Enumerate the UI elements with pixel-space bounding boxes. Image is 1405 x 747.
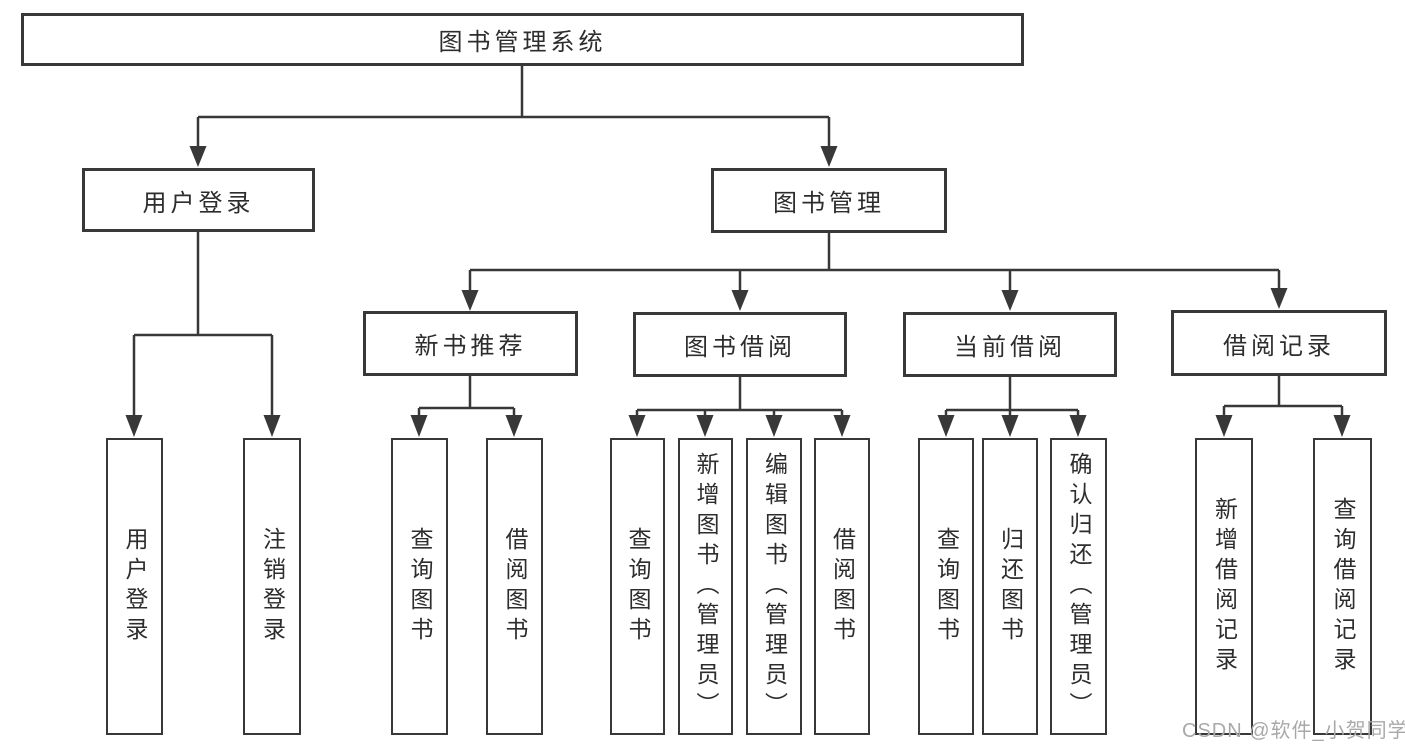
leaf-bb-edit-books: 编辑图书（管理员） xyxy=(746,438,802,735)
leaf-nb-query-books: 查询图书 xyxy=(391,438,448,735)
connector-user-login-to-leaves xyxy=(125,232,281,437)
node-book-management-label: 图书管理 xyxy=(773,190,885,217)
leaf-user-login: 用户登录 xyxy=(106,438,163,735)
arrowhead xyxy=(696,415,714,437)
connector-book-management-to-level3 xyxy=(461,233,1288,311)
arrowhead xyxy=(125,415,143,437)
arrowhead xyxy=(1001,415,1019,437)
connector-current-borrow-to-leaves xyxy=(937,377,1087,437)
leaf-cb-query-books-label: 查询图书 xyxy=(933,526,960,647)
arrowhead xyxy=(1001,290,1019,311)
leaf-br-add-record: 新增借阅记录 xyxy=(1195,438,1253,735)
leaf-cb-confirm-return-label: 确认归还（管理员） xyxy=(1066,451,1092,722)
leaf-br-query-record: 查询借阅记录 xyxy=(1313,438,1372,735)
node-borrow-records-label: 借阅记录 xyxy=(1223,332,1335,360)
arrowhead xyxy=(731,290,749,311)
node-user-login: 用户登录 xyxy=(82,168,315,232)
leaf-nb-borrow-books: 借阅图书 xyxy=(486,438,543,735)
arrowhead xyxy=(765,415,783,437)
leaf-cb-confirm-return: 确认归还（管理员） xyxy=(1050,438,1107,735)
leaf-cb-return-books: 归还图书 xyxy=(982,438,1038,735)
leaf-br-add-record-label: 新增借阅记录 xyxy=(1211,496,1238,677)
leaf-bb-borrow-books-label: 借阅图书 xyxy=(829,526,856,647)
leaf-nb-borrow-books-label: 借阅图书 xyxy=(502,526,528,647)
watermark: CSDN @软件_小贺同学 xyxy=(1182,720,1405,742)
leaf-bb-borrow-books: 借阅图书 xyxy=(814,438,870,735)
arrowhead xyxy=(410,415,428,437)
node-book-borrow: 图书借阅 xyxy=(633,312,847,377)
arrowhead xyxy=(505,415,523,437)
arrowhead xyxy=(1270,288,1288,309)
node-root-label: 图书管理系统 xyxy=(438,29,607,56)
node-book-borrow-label: 图书借阅 xyxy=(684,334,796,361)
node-borrow-records: 借阅记录 xyxy=(1171,310,1387,376)
arrowhead xyxy=(820,146,838,167)
leaf-bb-add-books-label: 新增图书（管理员） xyxy=(693,451,719,722)
leaf-cb-return-books-label: 归还图书 xyxy=(997,526,1024,647)
leaf-bb-query-books: 查询图书 xyxy=(610,438,665,735)
leaf-bb-add-books: 新增图书（管理员） xyxy=(678,438,733,735)
arrowhead xyxy=(1333,415,1351,437)
arrowhead xyxy=(263,415,281,437)
node-new-book-recommend-label: 新书推荐 xyxy=(414,333,527,360)
arrowhead xyxy=(1069,415,1087,437)
arrowhead xyxy=(937,415,955,437)
leaf-bb-query-books-label: 查询图书 xyxy=(625,526,651,647)
leaf-logout-login-label: 注销登录 xyxy=(259,526,286,647)
node-book-management: 图书管理 xyxy=(711,168,947,233)
leaf-bb-edit-books-label: 编辑图书（管理员） xyxy=(761,451,788,722)
leaf-user-login-label: 用户登录 xyxy=(122,526,148,647)
leaf-cb-query-books: 查询图书 xyxy=(918,438,974,735)
connector-book-borrow-to-leaves xyxy=(628,377,851,437)
node-user-login-label: 用户登录 xyxy=(142,189,255,217)
node-root: 图书管理系统 xyxy=(21,13,1024,66)
node-current-borrow: 当前借阅 xyxy=(903,312,1117,377)
connector-new-book-to-leaves xyxy=(410,376,523,437)
node-new-book-recommend: 新书推荐 xyxy=(363,311,578,376)
arrowhead xyxy=(461,290,479,311)
connector-root-to-level2 xyxy=(189,66,838,167)
leaf-logout-login: 注销登录 xyxy=(243,438,301,735)
arrowhead xyxy=(189,146,207,167)
leaf-nb-query-books-label: 查询图书 xyxy=(407,526,433,647)
arrowhead xyxy=(628,415,646,437)
node-current-borrow-label: 当前借阅 xyxy=(954,334,1066,361)
connector-borrow-records-to-leaves xyxy=(1215,376,1351,437)
arrowhead xyxy=(1215,415,1233,437)
arrowhead xyxy=(833,415,851,437)
leaf-br-query-record-label: 查询借阅记录 xyxy=(1330,496,1356,677)
